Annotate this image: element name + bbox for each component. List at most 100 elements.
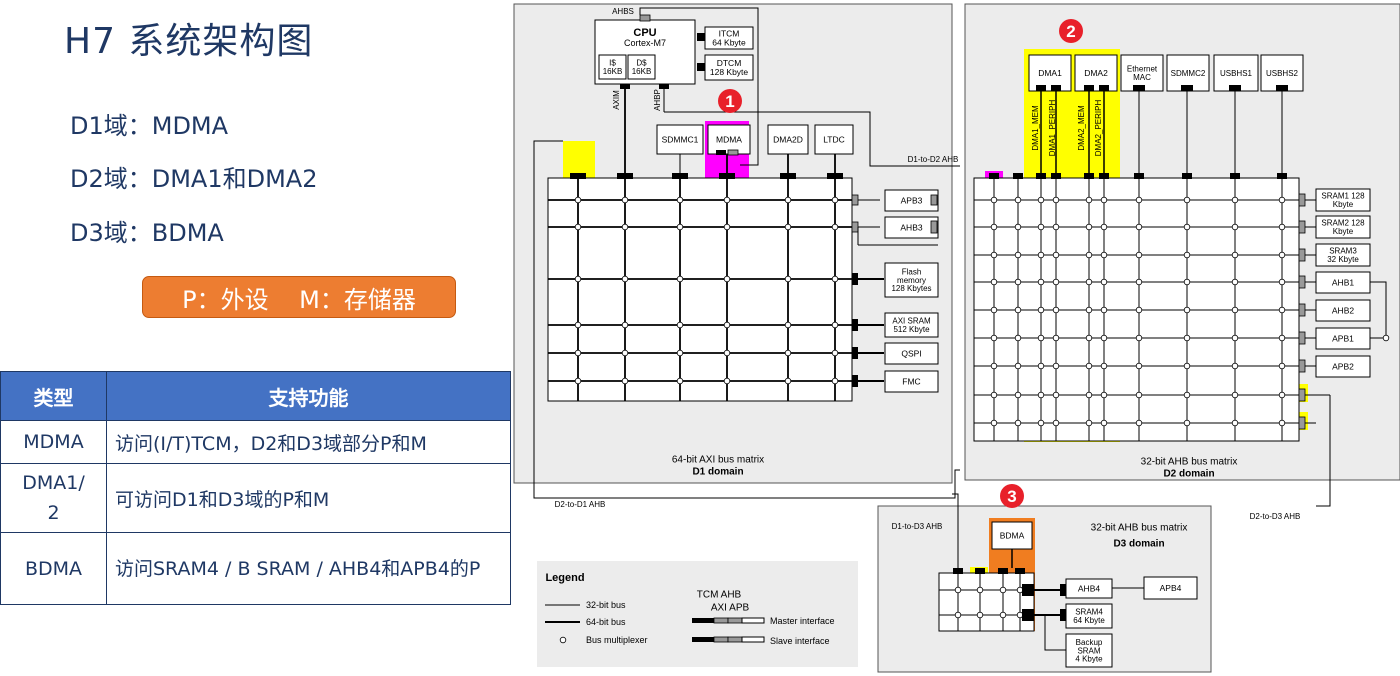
legend-interface: [741, 617, 765, 624]
d2-bus-multiplexer: [1014, 223, 1022, 231]
table-row: MDMA 访问(I/T)TCM，D2和D3域部分P和M: [0, 420, 511, 464]
d3-bus-multiplexer: [1016, 611, 1024, 619]
master-interface: [1099, 173, 1109, 179]
d2-bus-multiplexer: [1278, 362, 1286, 370]
master-interface: [1182, 173, 1192, 179]
badge-1: [718, 89, 742, 113]
master-interface: [1133, 85, 1145, 91]
d1-bus-multiplexer: [676, 377, 684, 385]
dma-function-table: 类型 支持功能 MDMA 访问(I/T)TCM，D2和D3域部分P和M DMA1…: [0, 371, 511, 605]
slave-interface: [851, 221, 859, 233]
d2-bus-multiplexer: [1085, 306, 1093, 314]
slave-interface: [727, 149, 739, 156]
master-interface: [780, 173, 796, 179]
badge-3-number: 3: [1007, 487, 1016, 506]
master-interface: [1099, 85, 1109, 91]
master-interface: [716, 150, 726, 155]
d2-bus-multiplexer: [1052, 251, 1060, 259]
dma1-mem-label: DMA1_MEM: [1031, 105, 1040, 151]
d2-bus-multiplexer: [1135, 223, 1143, 231]
slave-interface: [727, 636, 743, 643]
d2-bus-multiplexer: [1135, 196, 1143, 204]
apb2-label: APB2: [1332, 361, 1354, 371]
legend-64bit-label: 64-bit bus: [586, 617, 626, 627]
legend-port-header: TCM AHB: [697, 590, 742, 601]
master-interface: [827, 173, 843, 179]
dma2-mem-label: DMA2_MEM: [1077, 105, 1086, 151]
master-interface: [953, 568, 963, 574]
slave-interface: [1298, 388, 1306, 402]
d2-bus-multiplexer: [1085, 251, 1093, 259]
d2-bus-multiplexer: [1231, 306, 1239, 314]
d2-to-d3-bus: [1316, 395, 1331, 507]
master-interface: [719, 173, 735, 179]
d2-bus-multiplexer: [1278, 196, 1286, 204]
table-cell-type: MDMA: [0, 420, 107, 464]
d1-bus-multiplexer: [723, 196, 731, 204]
d2-bus-multiplexer: [1183, 362, 1191, 370]
d1-bus-multiplexer: [676, 275, 684, 283]
qspi-block: [884, 342, 939, 365]
cpu-core-label: Cortex-M7: [624, 38, 666, 48]
d1-bus-multiplexer: [723, 349, 731, 357]
d2-bus-multiplexer: [1085, 334, 1093, 342]
d2-bus-multiplexer: [1183, 306, 1191, 314]
dma2d-label: DMA2D: [773, 134, 803, 144]
d2-bus-multiplexer: [1037, 419, 1045, 427]
ahb2-block: [1315, 299, 1371, 322]
dma1-periph-label: DMA1_PERIPH: [1048, 100, 1057, 157]
apb3-block: [884, 189, 939, 212]
d1-bus-multiplexer: [784, 196, 792, 204]
slave-interface: [1298, 303, 1306, 317]
d2-bus-multiplexer: [1183, 391, 1191, 399]
domain-d1-line: D1域：MDMA: [70, 112, 229, 140]
d2-bus-multiplexer: [1014, 419, 1022, 427]
d2-bus-multiplexer: [1052, 306, 1060, 314]
d2-bus-multiplexer: [1135, 391, 1143, 399]
d2-bus-multiplexer: [1278, 306, 1286, 314]
d2-bus-multiplexer: [1183, 251, 1191, 259]
master-interface: [1022, 584, 1034, 596]
table-header-function: 支持功能: [106, 371, 511, 421]
ahb3-label: AHB3: [900, 222, 922, 232]
master-interface: [975, 568, 985, 574]
slave-interface: [1298, 220, 1306, 234]
d2-bus-multiplexer: [990, 391, 998, 399]
d2-bus-multiplexer: [1100, 196, 1108, 204]
d1-bus-multiplexer: [574, 321, 582, 329]
cpu-icache-block: [598, 54, 627, 80]
d2-bus-multiplexer: [1100, 223, 1108, 231]
master-interface: [659, 84, 669, 89]
d1-bus-multiplexer: [574, 275, 582, 283]
d1-bus-multiplexer: [723, 321, 731, 329]
master-interface: [1051, 173, 1061, 179]
d1-bus-multiplexer: [831, 275, 839, 283]
cpu-dcache-label: D$16KB: [632, 59, 652, 76]
d2-matrix-label: 32-bit AHB bus matrix: [1141, 457, 1238, 468]
d2-bus-multiplexer: [1135, 334, 1143, 342]
d2-bus-multiplexer: [1183, 419, 1191, 427]
d2-bus-multiplexer: [1278, 419, 1286, 427]
abbreviation-legend-box: P：外设 M：存储器: [142, 276, 456, 318]
axim-label: AXIM: [612, 90, 621, 110]
d1-matrix-label: 64-bit AXI bus matrix: [672, 455, 764, 466]
usbhs2-label: USBHS2: [1266, 69, 1299, 78]
ahbs-bus: [639, 7, 759, 166]
d2-bus-multiplexer: [1231, 251, 1239, 259]
ahbs-label: AHBS: [612, 7, 634, 16]
d1-bus-multiplexer: [784, 275, 792, 283]
d2-bus-multiplexer: [1100, 251, 1108, 259]
d1-bus-matrix: [547, 177, 853, 402]
slave-interface: [727, 617, 743, 624]
d2-bus-multiplexer: [1231, 334, 1239, 342]
master-interface: [1084, 173, 1094, 179]
master-interface: [1036, 173, 1046, 179]
ltdc-block: [814, 124, 854, 155]
